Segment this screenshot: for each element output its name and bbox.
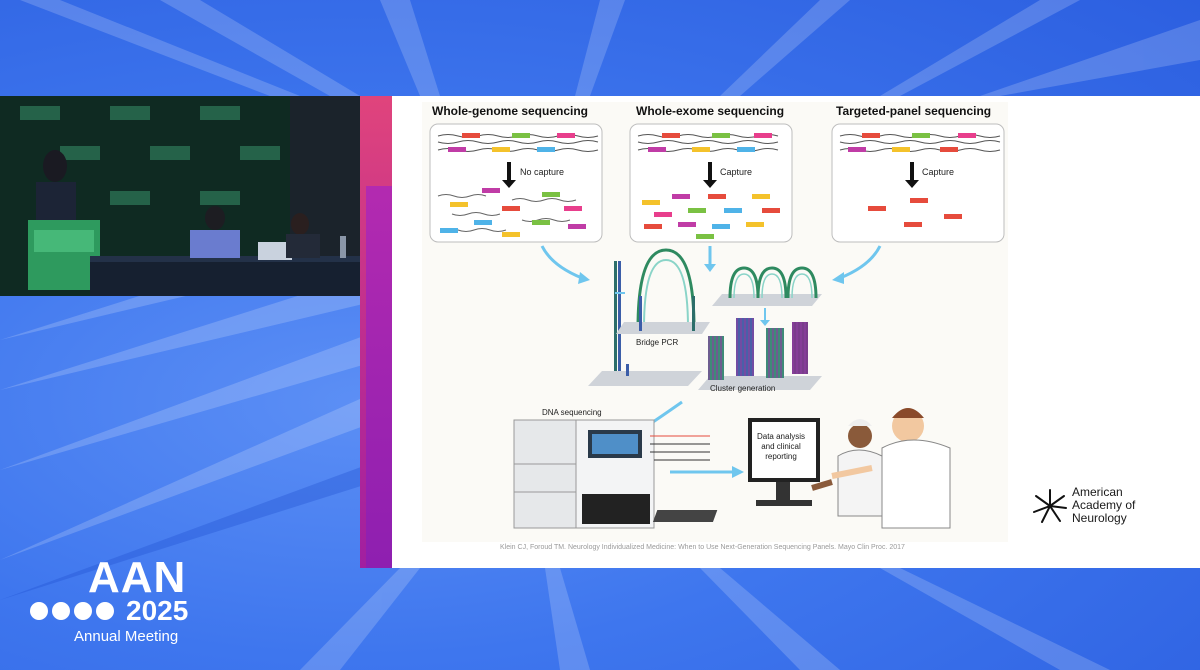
aan-slide-logo: American Academy of Neurology (1032, 484, 1182, 530)
meeting-acronym: AAN (88, 553, 187, 602)
slide-edge-strip (360, 96, 392, 568)
panel-title-whole-genome: Whole-genome sequencing (432, 104, 589, 118)
aan-org-line-3: Neurology (1072, 511, 1127, 525)
presentation-slide: Whole-genome sequencing Whole-exome sequ… (392, 96, 1200, 568)
slide-citation: Klein CJ, Foroud TM. Neurology Individua… (500, 544, 905, 551)
video-scene (0, 96, 360, 296)
logo-dot (52, 602, 70, 620)
capture-label-exome: Capture (720, 167, 753, 177)
ngs-workflow-diagram (422, 102, 1008, 542)
fragments-targeted-panel (868, 198, 962, 227)
data-analysis-screen-text: Data analysis and clinical reporting (756, 432, 806, 461)
dna-sequencing-label: DNA sequencing (542, 408, 602, 417)
computer-monitor (652, 418, 820, 522)
aan-burst-icon (1033, 489, 1067, 523)
aan-2025-meeting-logo: AAN 2025 Annual Meeting (28, 554, 228, 654)
fragments-whole-genome (440, 188, 586, 237)
capture-label-targeted: Capture (922, 167, 955, 177)
sequencer-machine (513, 419, 655, 529)
panel-title-targeted-panel: Targeted-panel sequencing (836, 104, 992, 118)
aan-org-name: American Academy of Neurology (1072, 486, 1135, 525)
meeting-subtitle: Annual Meeting (74, 628, 179, 645)
logo-dot (30, 602, 48, 620)
sequence-reads (650, 435, 710, 461)
aan-org-line-1: American (1072, 485, 1123, 499)
panel-boxes (429, 123, 1005, 243)
panel-title-whole-exome: Whole-exome sequencing (636, 104, 785, 118)
gene-segments-top (448, 133, 976, 152)
speaker-video-feed (0, 96, 360, 296)
bridge-pcr-label: Bridge PCR (636, 338, 679, 347)
no-capture-label: No capture (520, 167, 565, 177)
slide-edge-band (366, 186, 392, 568)
meeting-year: 2025 (126, 595, 189, 626)
clinicians (811, 408, 951, 529)
cluster-generation-label: Cluster generation (710, 384, 776, 393)
aan-org-line-2: Academy of (1072, 498, 1136, 512)
logo-dots (30, 602, 114, 620)
logo-dot (74, 602, 92, 620)
logo-dot (96, 602, 114, 620)
fragments-whole-exome (642, 194, 780, 239)
